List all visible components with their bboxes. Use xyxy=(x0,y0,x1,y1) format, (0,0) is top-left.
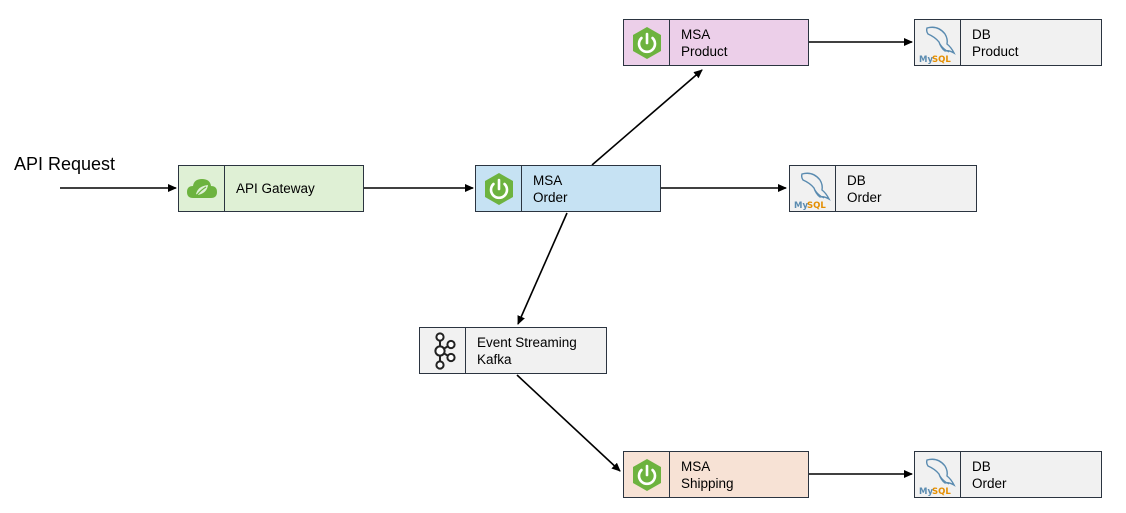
edge-kafka-to-shipping xyxy=(516,374,621,472)
node-label-line2: Shipping xyxy=(681,475,734,491)
svg-text:SQL: SQL xyxy=(932,487,951,496)
node-label-line1: DB xyxy=(847,172,866,188)
node-label-line2: Kafka xyxy=(477,351,512,367)
msa-product-node: MSA Product xyxy=(623,19,809,66)
node-label-line1: MSA xyxy=(533,172,563,188)
node-label-line1: MSA xyxy=(681,26,711,42)
edge-order-to-product xyxy=(591,69,703,166)
db-product-node: My SQL DB Product xyxy=(914,19,1102,66)
node-label-line2: Product xyxy=(972,43,1019,59)
mysql-dolphin-icon: My SQL xyxy=(790,166,836,211)
diagram-title: API Request xyxy=(14,154,116,174)
msa-shipping-node: MSA Shipping xyxy=(623,451,809,498)
node-label-line1: DB xyxy=(972,458,991,474)
node-label-line2: Order xyxy=(972,475,1007,491)
mysql-dolphin-icon: My SQL xyxy=(915,20,961,65)
node-label-line1: MSA xyxy=(681,458,711,474)
svg-text:My: My xyxy=(919,55,933,64)
spring-power-icon xyxy=(624,20,670,65)
kafka-node: Event Streaming Kafka xyxy=(419,327,607,374)
svg-text:My: My xyxy=(794,201,808,210)
db-shipping-node: My SQL DB Order xyxy=(914,451,1102,498)
spring-power-icon xyxy=(476,166,522,211)
spring-power-icon xyxy=(624,452,670,497)
kafka-icon xyxy=(420,328,466,373)
node-label-line1: API Gateway xyxy=(236,181,315,196)
spring-cloud-leaf-icon xyxy=(179,166,225,211)
api-gateway-node: API Gateway xyxy=(178,165,364,212)
msa-order-node: MSA Order xyxy=(475,165,661,212)
node-label-line2: Order xyxy=(847,189,882,205)
node-label-line2: Product xyxy=(681,43,728,59)
node-label-line1: Event Streaming xyxy=(477,334,577,350)
node-label-line2: Order xyxy=(533,189,568,205)
svg-text:SQL: SQL xyxy=(807,201,826,210)
svg-text:My: My xyxy=(919,487,933,496)
mysql-dolphin-icon: My SQL xyxy=(915,452,961,497)
edge-order-to-kafka xyxy=(517,212,568,325)
node-label-line1: DB xyxy=(972,26,991,42)
db-order-node: My SQL DB Order xyxy=(789,165,977,212)
svg-text:SQL: SQL xyxy=(932,55,951,64)
